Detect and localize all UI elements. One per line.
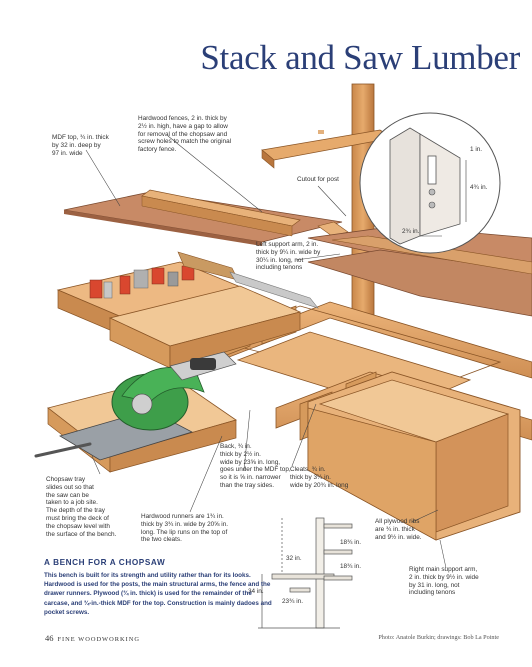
page-number: 46	[45, 633, 54, 643]
callout-plywood-ribs: All plywood ribs are ¾ in. thick and 9½ …	[375, 518, 422, 541]
sidebar-body: This bench is built for its strength and…	[44, 572, 272, 616]
section-diagram	[258, 517, 353, 629]
image-credit: Photo: Anatole Burkin; drawings: Bob La …	[378, 634, 499, 641]
dim-34-in: 34 in.	[248, 588, 264, 595]
dim-18-3-4-in-lower: 18¾ in.	[340, 563, 361, 570]
page-title: Stack and Saw Lumber	[200, 38, 520, 77]
dim-23-3-4-in: 23¾ in.	[282, 598, 303, 605]
publication-name: FINE WOODWORKING	[57, 636, 140, 643]
right-storage-box	[307, 371, 521, 541]
mdf-top-left	[63, 191, 343, 246]
sidebar-heading: A BENCH FOR A CHOPSAW	[44, 558, 166, 567]
callout-left-support-arm: Left support arm, 2 in. thick by 9¼ in. …	[256, 241, 321, 272]
callout-right-main-support-arm: Right main support arm, 2 in. thick by 9…	[409, 566, 479, 597]
dim-32-in: 32 in.	[286, 555, 302, 562]
chopsaw	[34, 351, 237, 461]
callout-cleats: Cleats, ¾ in. thick by 3¼ in. wide by 20…	[290, 466, 349, 489]
callout-cutout-for-post: Cutout for post	[297, 176, 339, 183]
mdf-top-right	[307, 225, 532, 317]
dim-4-3-4-in: 4¾ in.	[470, 184, 488, 191]
callout-chopsaw-tray: Chopsaw tray slides out so that the saw …	[46, 476, 117, 538]
callout-hardwood-runners: Hardwood runners are 1¾ in. thick by 3¾ …	[141, 513, 229, 544]
post-joint-detail	[359, 112, 501, 254]
callout-back: Back, ¾ in. thick by 2½ in. wide by 23⅝ …	[220, 443, 291, 489]
hardwood-fence	[141, 189, 349, 237]
leader-lines	[85, 135, 447, 569]
callout-mdf-top: MDF top, ¾ in. thick by 32 in. deep by 9…	[52, 134, 109, 157]
callout-hardwood-fences: Hardwood fences, 2 in. thick by 2½ in. h…	[138, 115, 232, 154]
dim-2-3-4-in: 2¾ in.	[402, 228, 420, 235]
middle-tray	[108, 285, 302, 369]
dim-1-in: 1 in.	[470, 146, 483, 153]
dim-18-3-4-in-upper: 18¾ in.	[340, 539, 361, 546]
